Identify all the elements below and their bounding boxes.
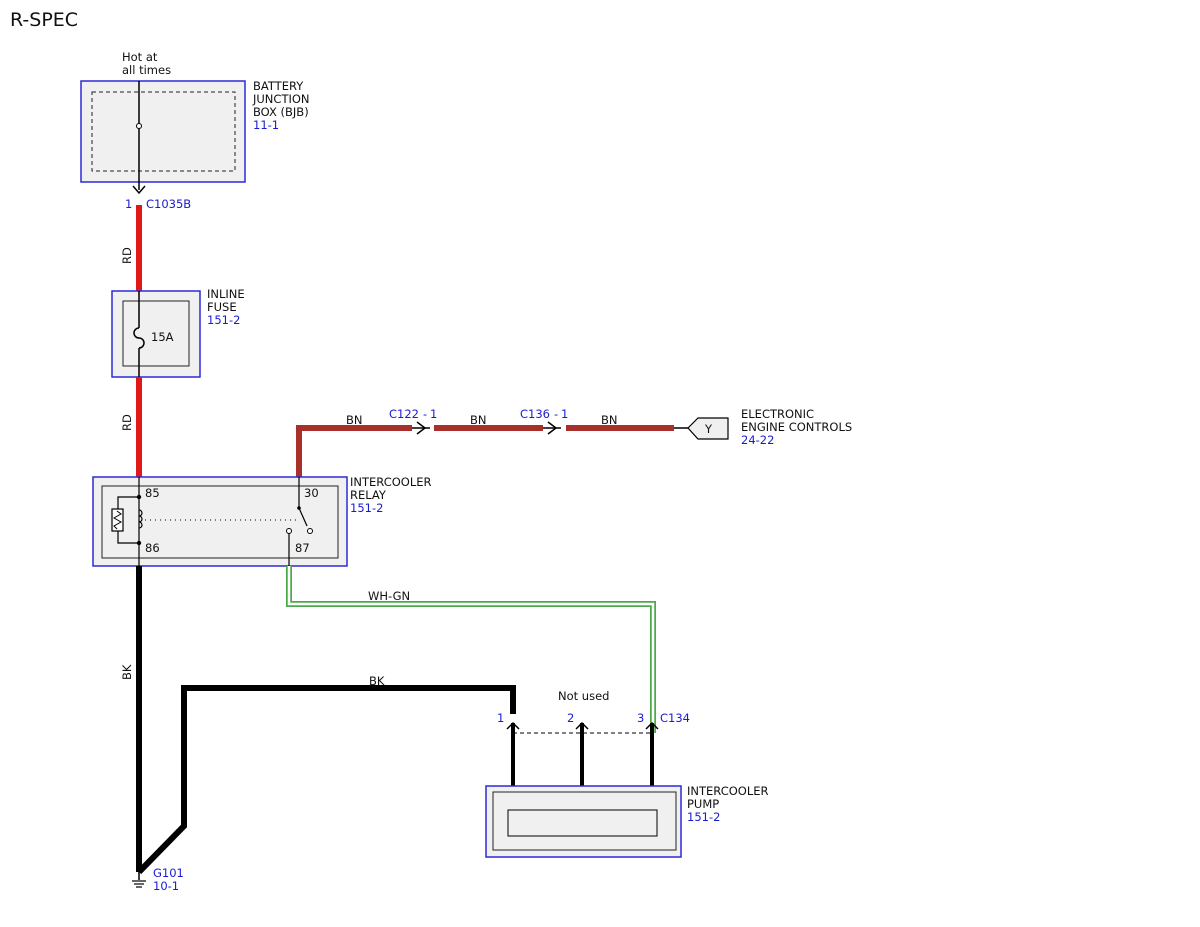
ground-g101: G101 10-1 <box>132 866 184 893</box>
connector-c134: Not used 1 2 3 C134 <box>497 689 690 734</box>
relay-resistor-zigzag <box>112 510 123 530</box>
c134-name: C134 <box>660 711 690 725</box>
fuse-ref: 151-2 <box>207 313 240 327</box>
pump-inner <box>492 791 677 851</box>
c134-not-used-note: Not used <box>558 689 609 703</box>
ec-name-line1: ELECTRONIC <box>741 407 814 421</box>
ec-tag-shape <box>687 417 729 440</box>
connector-c1035b: 1 C1035B <box>125 185 191 211</box>
wire-bk-relay-label: BK <box>120 664 134 680</box>
wire-bk-pump-to-ground <box>136 685 516 875</box>
relay-pin-85: 85 <box>145 486 160 500</box>
wire-bk-pump-label: BK <box>369 674 385 688</box>
relay-no-contact <box>286 528 292 534</box>
wire-wh-gn-label: WH-GN <box>368 589 410 603</box>
wire-rd-fuse-label: RD <box>120 414 134 431</box>
relay-inner <box>101 485 339 559</box>
c134-pin-3: 3 <box>637 711 644 725</box>
diagram-title: R-SPEC <box>10 9 78 31</box>
relay-pin-87: 87 <box>295 541 310 555</box>
c134-pin-2: 2 <box>567 711 574 725</box>
bjb-name-line3: BOX (BJB) <box>253 105 309 119</box>
wire-wh-gn-inner <box>287 566 655 733</box>
fuse-name-line2: FUSE <box>207 300 237 314</box>
fuse-box <box>111 290 201 378</box>
c136-name: C136 <box>520 407 550 421</box>
c136-pin: 1 <box>561 407 568 421</box>
relay-name-line1: INTERCOOLER <box>350 475 432 489</box>
pump-ref: 151-2 <box>687 810 720 824</box>
wire-rd-bjb-label: RD <box>120 247 134 264</box>
c122-pin: 1 <box>430 407 437 421</box>
relay-coil-icon <box>138 509 143 529</box>
relay-ref: 151-2 <box>350 501 383 515</box>
c122-pin-dash: - <box>423 407 427 421</box>
c1035b-connector-symbol <box>132 185 146 195</box>
pump-name-line2: PUMP <box>687 797 719 811</box>
ec-ref: 24-22 <box>741 433 774 447</box>
bjb-note-line2: all times <box>122 63 171 77</box>
fuse-inner <box>122 300 190 367</box>
ec-name-line2: ENGINE CONTROLS <box>741 420 852 434</box>
relay-pin-86: 86 <box>145 541 160 555</box>
c134-pin-1: 1 <box>497 711 504 725</box>
relay-nc-contact <box>307 528 313 534</box>
fuse-rating: 15A <box>151 330 174 344</box>
wire-bn-label-2: BN <box>470 413 487 427</box>
pump-motor-icon <box>507 809 658 837</box>
c1035b-name: C1035B <box>146 197 191 211</box>
c1035b-pin: 1 <box>125 197 132 211</box>
bjb-inner-dashed <box>91 91 236 172</box>
c136-pin-dash: - <box>554 407 558 421</box>
wire-wh-gn-outer <box>286 566 656 733</box>
ec-tag-letter: Y <box>704 422 713 436</box>
inline-fuse: 15A INLINE FUSE 151-2 <box>111 287 245 378</box>
wire-wh-gn <box>286 566 656 733</box>
pump-name-line1: INTERCOOLER <box>687 784 769 798</box>
wire-bn-label-1: BN <box>346 413 363 427</box>
wire-bn-segment-1 <box>296 425 412 477</box>
bjb-ref: 11-1 <box>253 118 279 132</box>
relay-name-line2: RELAY <box>350 488 387 502</box>
c122-name: C122 <box>389 407 419 421</box>
intercooler-relay: 85 86 30 87 INTERCOOLER RELAY 151-2 <box>92 475 432 567</box>
engine-controls-reference: Y ELECTRONIC ENGINE CONTROLS 24-22 <box>687 407 852 447</box>
intercooler-pump: INTERCOOLER PUMP 151-2 <box>485 784 769 858</box>
ground-ref: 10-1 <box>153 879 179 893</box>
bjb-name-line1: BATTERY <box>253 79 304 93</box>
bjb-note-line1: Hot at <box>122 50 158 64</box>
fuse-element-icon <box>133 327 145 349</box>
bjb-box <box>80 80 246 183</box>
bjb-name-line2: JUNCTION <box>252 92 310 106</box>
wire-bn-label-3: BN <box>601 413 618 427</box>
relay-pin-30: 30 <box>304 486 319 500</box>
battery-junction-box: Hot at all times BATTERY JUNCTION BOX (B… <box>80 50 310 190</box>
ground-name: G101 <box>153 866 184 880</box>
relay-switch-arm-icon <box>298 507 308 527</box>
bjb-node <box>136 123 142 129</box>
fuse-name-line1: INLINE <box>207 287 245 301</box>
